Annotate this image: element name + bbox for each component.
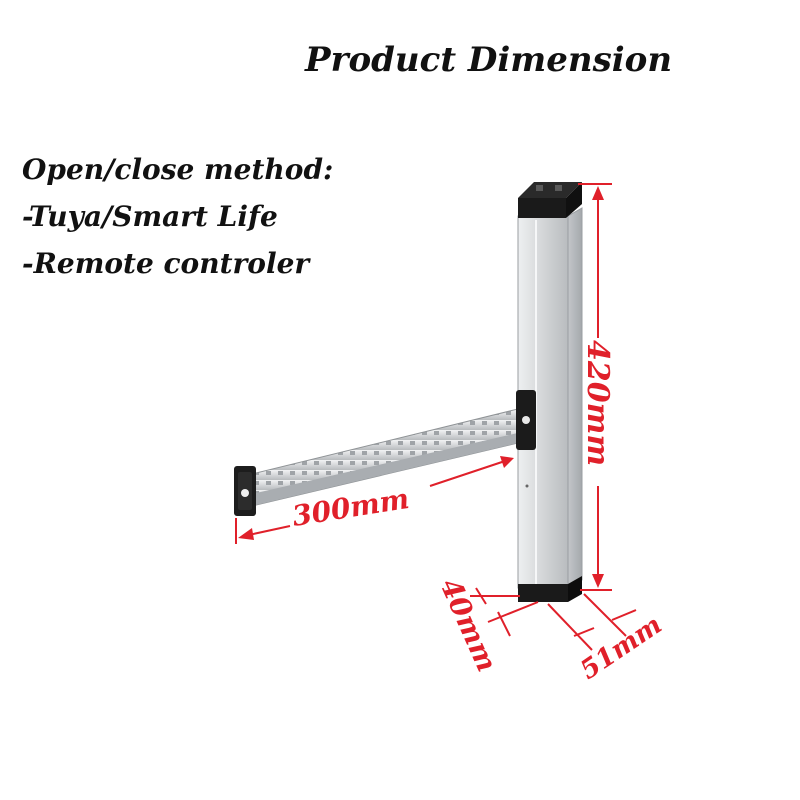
stroke-dimension <box>235 456 514 544</box>
method-item-tuya: -Tuya/Smart Life <box>22 200 278 233</box>
height-dimension <box>578 183 612 591</box>
top-cap <box>518 182 582 218</box>
mount-bracket <box>516 390 536 450</box>
end-bracket <box>234 466 256 516</box>
methods-heading: Open/close method: <box>22 153 334 186</box>
depth-label: 40mm <box>434 573 504 676</box>
page-title: Product Dimension <box>305 40 673 80</box>
height-label: 420mm <box>580 340 615 466</box>
depth-dimension <box>470 587 539 637</box>
bottom-cap <box>518 576 582 602</box>
width-dimension <box>547 593 637 651</box>
method-item-remote: -Remote controler <box>22 247 310 280</box>
open-close-methods: Open/close method: -Tuya/Smart Life -Rem… <box>22 146 333 287</box>
